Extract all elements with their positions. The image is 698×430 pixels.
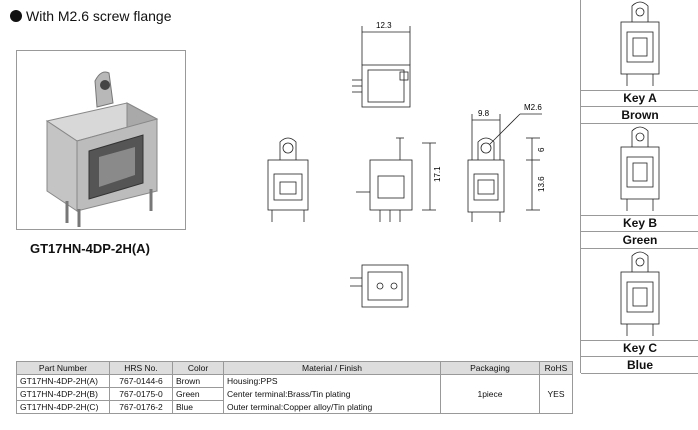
key-column: Key A Brown Key B Green	[580, 0, 698, 374]
col-color: Color	[172, 361, 224, 375]
key-b-label-cell	[581, 215, 698, 232]
technical-drawing: 12.3 9.8 M2.6 17.1 6 13.6	[267, 21, 546, 308]
dim-height-total: 17.1	[433, 166, 442, 182]
cell-part: GT17HN-4DP-2H(C)	[16, 400, 110, 414]
dim-offset-bottom: 13.6	[537, 176, 546, 192]
key-a-color-cell	[581, 106, 698, 124]
cell-part: GT17HN-4DP-2H(B)	[16, 387, 110, 401]
cell-packaging: 1piece	[440, 374, 540, 414]
part-caption: GT17HN-4DP-2H(A)	[30, 241, 150, 256]
key-a-label-cell	[581, 90, 698, 107]
key-b-color-cell	[581, 231, 698, 249]
key-c-drawing	[581, 248, 698, 341]
col-part-number: Part Number	[16, 361, 110, 375]
key-c-label-cell	[581, 340, 698, 357]
spec-table: Part Number HRS No. Color Material / Fin…	[16, 361, 573, 414]
table-row: GT17HN-4DP-2H(B) 767-0175-0 Green Center…	[16, 387, 573, 401]
dim-screw: M2.6	[524, 103, 542, 112]
table-row: GT17HN-4DP-2H(A) 767-0144-6 Brown Housin…	[16, 374, 573, 414]
key-c-label: Key C	[622, 341, 657, 355]
table-row: GT17HN-4DP-2H(C) 767-0176-2 Blue Outer t…	[16, 400, 573, 414]
key-a-drawing	[581, 0, 698, 91]
key-b-icon	[620, 126, 660, 211]
key-a-color: Brown	[621, 108, 659, 122]
key-c-icon	[620, 251, 660, 336]
key-a-label: Key A	[623, 91, 657, 105]
cell-part: GT17HN-4DP-2H(A)	[16, 374, 110, 388]
cell-material: Housing:PPS	[223, 374, 441, 388]
table-header-row: Part Number HRS No. Color Material / Fin…	[16, 361, 573, 375]
cell-color: Blue	[172, 400, 224, 414]
col-material: Material / Finish	[223, 361, 441, 375]
cell-material: Outer terminal:Copper alloy/Tin plating	[223, 400, 441, 414]
key-a-icon	[620, 1, 660, 86]
bullet-dot-icon	[10, 10, 22, 22]
product-photo	[16, 50, 186, 230]
col-rohs: RoHS	[539, 361, 573, 375]
cell-hrs: 767-0175-0	[109, 387, 173, 401]
key-b-drawing	[581, 123, 698, 216]
dim-top-width: 12.3	[376, 21, 392, 30]
col-packaging: Packaging	[440, 361, 540, 375]
key-b-color: Green	[622, 233, 658, 247]
cell-hrs: 767-0176-2	[109, 400, 173, 414]
cell-rohs: YES	[539, 374, 573, 414]
section-heading-text: With M2.6 screw flange	[26, 8, 172, 24]
section-heading: With M2.6 screw flange	[10, 8, 172, 24]
key-c-color-cell	[581, 356, 698, 374]
cell-color: Brown	[172, 374, 224, 388]
key-c-color: Blue	[626, 358, 653, 372]
dim-right-width: 9.8	[478, 109, 490, 118]
col-hrs-no: HRS No.	[109, 361, 173, 375]
connector-photo-illustration	[45, 71, 159, 227]
key-b-label: Key B	[622, 216, 657, 230]
cell-color: Green	[172, 387, 224, 401]
dim-offset-top: 6	[537, 147, 546, 152]
cell-hrs: 767-0144-6	[109, 374, 173, 388]
cell-material: Center terminal:Brass/Tin plating	[223, 387, 441, 401]
